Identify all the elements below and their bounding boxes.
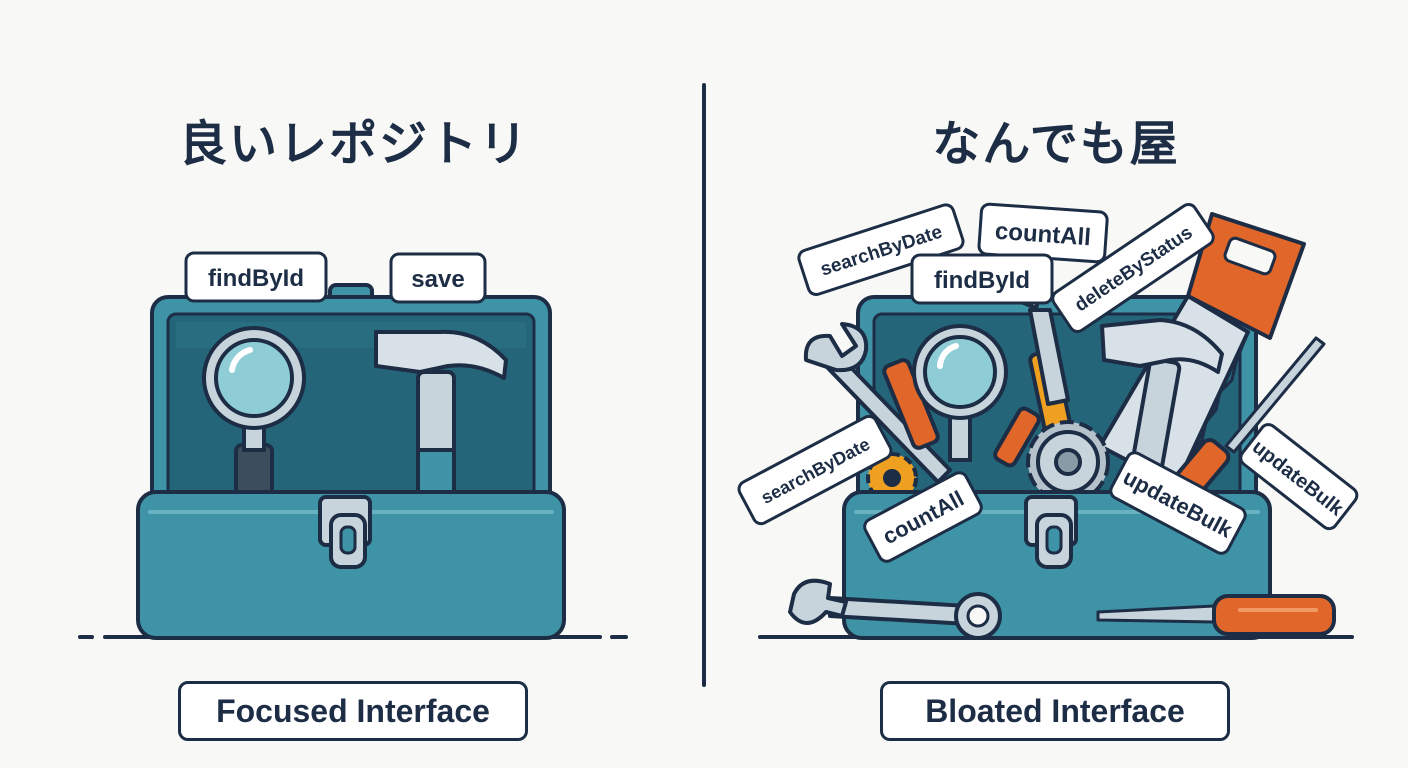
right-title: なんでも屋: [932, 116, 1180, 172]
magnifier-icon: [202, 326, 306, 502]
tag-left-save: save: [389, 252, 487, 304]
svg-text:save: save: [411, 266, 464, 293]
left-title: 良いレポジトリ: [178, 116, 529, 172]
tag-right-countall-mid: countAll: [863, 471, 983, 563]
svg-text:findById: findById: [208, 265, 304, 292]
magnifier-icon: [912, 324, 1008, 462]
bloated-interface-label: Bloated Interface: [880, 681, 1230, 741]
hammer-icon: [1100, 318, 1224, 483]
svg-text:findById: findById: [934, 267, 1030, 294]
hammer-icon: [374, 329, 508, 502]
latch-icon: [318, 495, 372, 569]
tag-left-findbyid: findById: [184, 251, 328, 303]
tag-right-findbyid: findById: [910, 253, 1054, 305]
svg-text:countAll: countAll: [994, 218, 1092, 252]
gear-icon: [1026, 420, 1110, 504]
screwdriver-icon: [1096, 594, 1336, 636]
tag-right-countall-top: countAll: [977, 202, 1109, 264]
focused-interface-label: Focused Interface: [178, 681, 528, 741]
wrench-icon: [788, 578, 1002, 640]
latch-icon: [1024, 495, 1078, 569]
